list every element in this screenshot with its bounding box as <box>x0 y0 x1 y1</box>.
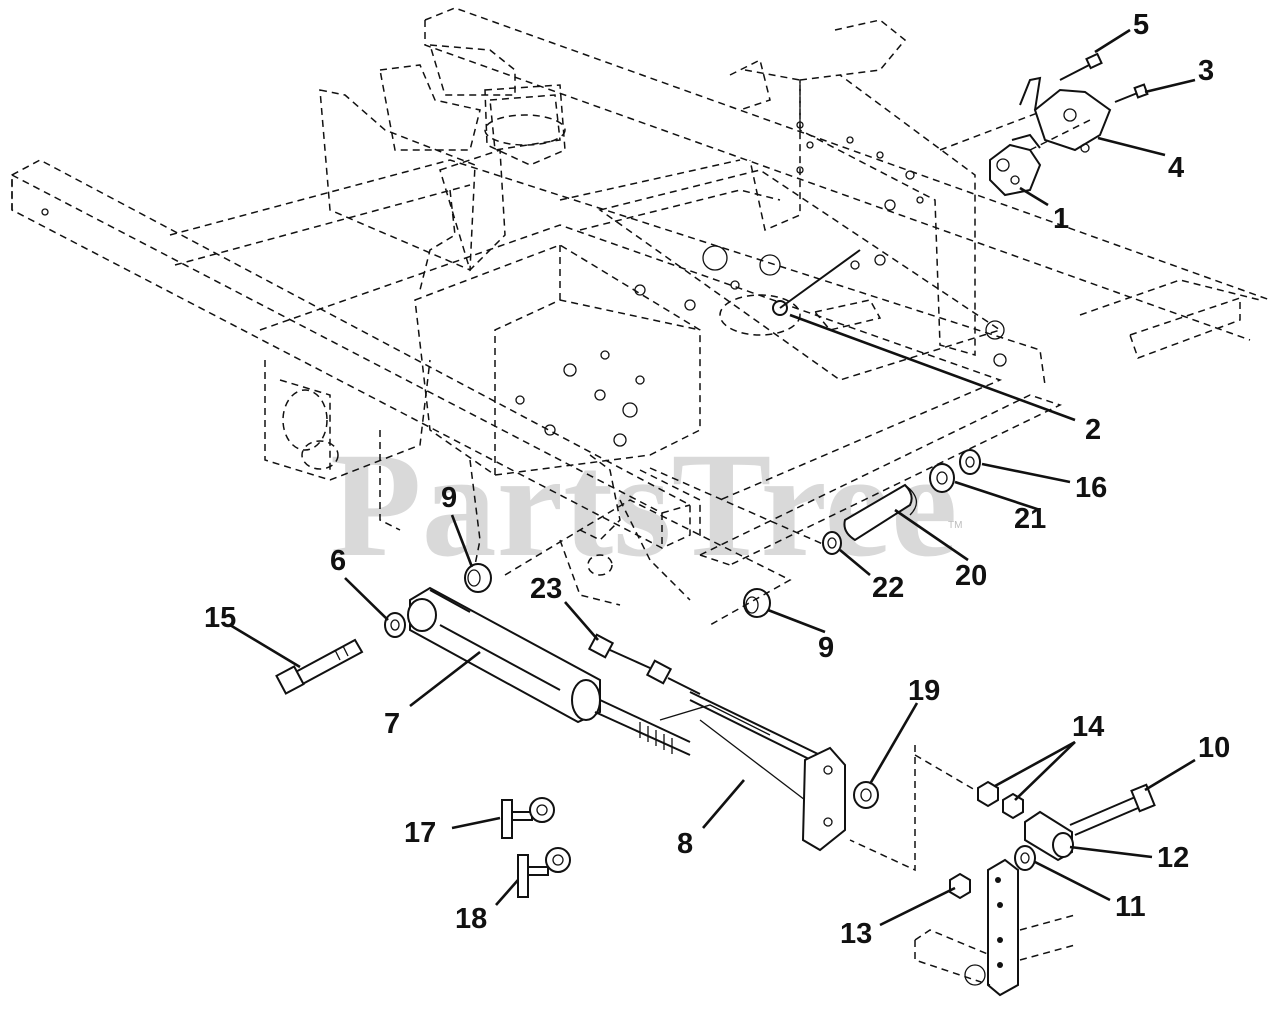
part-6-washer <box>384 612 406 638</box>
callout-21: 21 <box>1014 503 1046 535</box>
callout-11: 11 <box>1115 891 1146 923</box>
part-20-cover <box>843 483 917 542</box>
assembly-line-7 <box>649 467 826 546</box>
part-13-nut <box>949 872 971 900</box>
leader-lines <box>229 28 1196 927</box>
part-9-spacer-a <box>464 563 492 593</box>
part-4-bracket <box>1019 76 1112 153</box>
part-23-rod-end <box>587 633 701 695</box>
part-11-washer <box>1014 845 1036 871</box>
part-9-spacer-b <box>743 588 771 618</box>
callout-3: 3 <box>1198 55 1214 87</box>
part-8-rod <box>659 691 821 801</box>
watermark-trademark: TM <box>948 520 962 531</box>
part-16-nut <box>959 449 981 475</box>
part-5-screw <box>1059 52 1103 81</box>
watermark-text: PartsTree <box>330 422 957 588</box>
callout-13: 13 <box>840 918 872 950</box>
lower-bracket <box>914 858 1076 997</box>
callout-10: 10 <box>1198 732 1230 764</box>
part-2-nut <box>772 249 861 316</box>
part-21-washer <box>929 463 955 493</box>
callout-labels: 5 3 4 1 2 16 21 20 22 6 9 9 23 15 7 8 19… <box>204 9 1230 950</box>
part-7-cylinder <box>407 586 691 756</box>
callout-17: 17 <box>404 817 436 849</box>
part-19-plate <box>801 746 879 852</box>
callout-23: 23 <box>530 573 562 605</box>
assembly-line-5 <box>849 745 916 872</box>
part-18-symbol <box>517 847 571 898</box>
callout-9b: 9 <box>818 632 834 664</box>
callout-5: 5 <box>1133 9 1149 41</box>
callout-2: 2 <box>1085 414 1101 446</box>
part-17-symbol <box>501 797 555 839</box>
part-12-rod-end <box>1024 810 1074 862</box>
assembly-line-6 <box>914 754 976 791</box>
callout-15: 15 <box>204 602 236 634</box>
callout-19: 19 <box>908 675 940 707</box>
callout-8: 8 <box>677 828 693 860</box>
callout-16: 16 <box>1075 472 1107 504</box>
callout-22: 22 <box>872 572 904 604</box>
callout-4: 4 <box>1168 152 1184 184</box>
part-1-switch <box>989 133 1042 197</box>
part-14-nuts <box>977 780 1024 820</box>
part-3-screw <box>1114 83 1149 103</box>
callout-1: 1 <box>1053 203 1069 235</box>
assembly-line-3 <box>504 499 792 626</box>
tractor-frame <box>11 7 1271 606</box>
callout-14: 14 <box>1072 711 1104 743</box>
part-10-bolt <box>1069 783 1156 836</box>
callout-18: 18 <box>455 903 487 935</box>
assembly-line-1 <box>939 111 1041 151</box>
part-15-bolt <box>275 638 364 695</box>
callout-7: 7 <box>384 708 400 740</box>
callout-20: 20 <box>955 560 987 592</box>
callout-12: 12 <box>1157 842 1189 874</box>
callout-6: 6 <box>330 545 346 577</box>
callout-9a: 9 <box>441 482 457 514</box>
part-22-spacer <box>822 531 842 555</box>
